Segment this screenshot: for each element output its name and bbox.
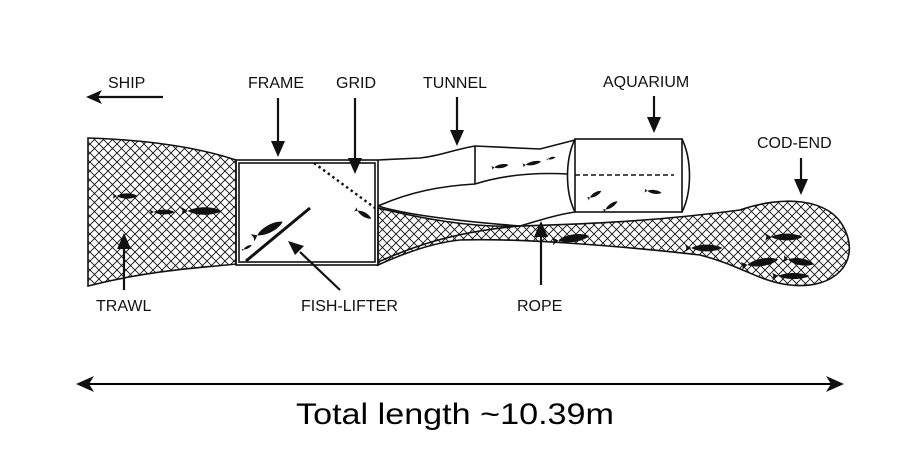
aquarium — [566, 138, 691, 213]
fish-lifter-arrow — [288, 241, 341, 291]
dimension-arrow-right-icon — [826, 376, 844, 392]
fish-mark — [602, 199, 619, 213]
dimension-arrow-left-icon — [76, 376, 94, 392]
trawl-arrow — [117, 233, 131, 290]
frame-box — [235, 159, 379, 266]
ship-arrow — [86, 90, 163, 104]
total-length-dimension — [76, 376, 844, 392]
label-ship: SHIP — [108, 75, 145, 92]
rope-arrow — [534, 221, 548, 285]
label-tunnel: TUNNEL — [423, 75, 487, 92]
fish-mark — [491, 162, 509, 170]
cod-end-arrow — [794, 158, 808, 195]
codend-net — [377, 200, 851, 287]
fish-mark — [353, 207, 373, 221]
label-fish-lifter: FISH-LIFTER — [301, 298, 398, 315]
grid-line — [313, 162, 376, 209]
grid-arrow — [348, 98, 362, 174]
fish-mark — [546, 155, 556, 161]
fish-mark — [644, 188, 662, 195]
net-edge-line — [377, 225, 521, 263]
aquarium-fish — [586, 188, 662, 213]
fish-mark — [586, 189, 603, 201]
total-length-caption: Total length ~10.39m — [296, 398, 614, 431]
fish-mark — [250, 218, 285, 242]
label-aquarium: AQUARIUM — [603, 74, 689, 91]
fish-mark — [522, 159, 542, 168]
label-trawl: TRAWL — [96, 298, 152, 315]
fish-lifter-plate — [245, 206, 311, 263]
tunnel-fish — [491, 155, 556, 170]
aquarium-arrow — [647, 96, 661, 133]
frame-fish — [241, 207, 373, 252]
label-rope: ROPE — [517, 298, 562, 315]
tunnel — [377, 139, 576, 227]
frame-arrow — [271, 98, 285, 157]
label-frame: FRAME — [248, 75, 304, 92]
fish-mark — [241, 243, 253, 252]
label-grid: GRID — [336, 75, 376, 92]
label-cod-end: COD-END — [757, 135, 832, 152]
tunnel-arrow — [450, 97, 464, 146]
